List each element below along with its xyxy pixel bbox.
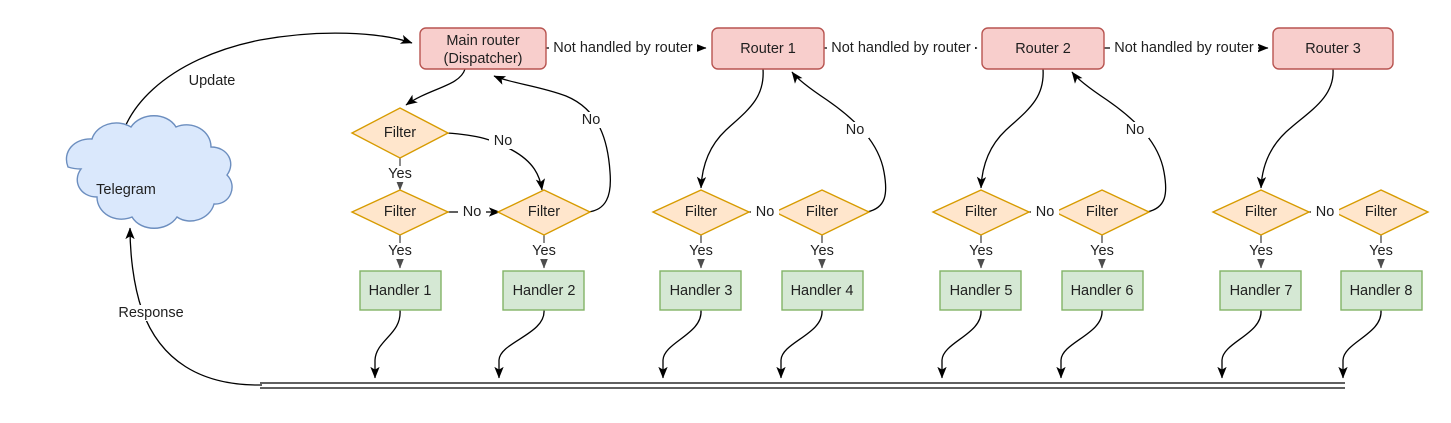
node-main-router[interactable]: Main router (Dispatcher) [419, 27, 547, 70]
handler-3-box [659, 270, 742, 311]
router-3-box [1272, 27, 1394, 70]
edge-filter5-no-to-router1 [791, 71, 887, 213]
node-handler-3[interactable]: Handler 3 [659, 270, 742, 311]
node-filter-4[interactable]: Filter [651, 189, 751, 236]
edge-filter7-no-to-router2 [1071, 71, 1167, 213]
node-filter-7[interactable]: Filter [1053, 189, 1151, 236]
filter-9-diamond [1332, 189, 1430, 236]
edge-router1-to-filter4 [696, 68, 764, 189]
edge-handler7-to-bus [1217, 309, 1262, 379]
filter-8-diamond [1211, 189, 1311, 236]
handler-5-box [939, 270, 1022, 311]
filter-5-diamond [773, 189, 871, 236]
edge-handler1-to-bus [370, 309, 401, 379]
filter-2-diamond [496, 189, 592, 236]
node-filter-1[interactable]: Filter [350, 107, 450, 159]
filter-4-diamond [651, 189, 751, 236]
filter-7-diamond [1053, 189, 1151, 236]
handler-7-box [1219, 270, 1302, 311]
node-filter-8[interactable]: Filter [1211, 189, 1311, 236]
handler-1-box [359, 270, 442, 311]
edge-handler6-to-bus [1056, 309, 1103, 379]
node-handler-2[interactable]: Handler 2 [502, 270, 585, 311]
edge-handler8-to-bus [1338, 309, 1382, 379]
node-handler-6[interactable]: Handler 6 [1061, 270, 1144, 311]
node-handler-4[interactable]: Handler 4 [781, 270, 864, 311]
main-router-box [419, 27, 547, 70]
cloud-icon [65, 115, 233, 229]
edge-mainrouter-to-filter1 [405, 68, 466, 106]
node-handler-1[interactable]: Handler 1 [359, 270, 442, 311]
node-filter-5[interactable]: Filter [773, 189, 871, 236]
router-1-box [711, 27, 825, 70]
edge-handler5-to-bus [937, 309, 982, 379]
node-filter-3[interactable]: Filter [350, 189, 450, 236]
edge-handler4-to-bus [776, 309, 823, 379]
edge-router3-to-filter8 [1256, 68, 1334, 189]
filter-1-diamond [350, 107, 450, 159]
filter-3-diamond [350, 189, 450, 236]
node-telegram[interactable]: Telegram [65, 115, 233, 229]
handler-2-box [502, 270, 585, 311]
node-handler-7[interactable]: Handler 7 [1219, 270, 1302, 311]
node-filter-9[interactable]: Filter [1332, 189, 1430, 236]
node-handler-8[interactable]: Handler 8 [1340, 270, 1423, 311]
node-router-3[interactable]: Router 3 [1272, 27, 1394, 70]
router-2-box [981, 27, 1105, 70]
node-router-2[interactable]: Router 2 [981, 27, 1105, 70]
handler-6-box [1061, 270, 1144, 311]
edge-router2-to-filter6 [976, 68, 1044, 189]
node-router-1[interactable]: Router 1 [711, 27, 825, 70]
node-filter-2[interactable]: Filter [496, 189, 592, 236]
filter-6-diamond [931, 189, 1031, 236]
edge-filter1-no-to-filter2 [446, 132, 546, 191]
edge-handler3-to-bus [658, 309, 702, 379]
edge-handler2-to-bus [494, 309, 545, 379]
node-handler-5[interactable]: Handler 5 [939, 270, 1022, 311]
handler-4-box [781, 270, 864, 311]
edge-update [116, 32, 413, 171]
handler-8-box [1340, 270, 1423, 311]
node-filter-6[interactable]: Filter [931, 189, 1031, 236]
